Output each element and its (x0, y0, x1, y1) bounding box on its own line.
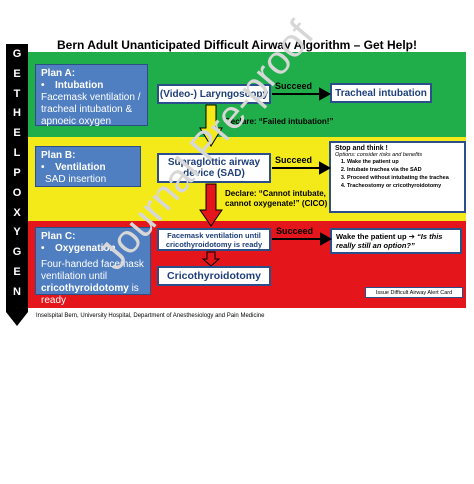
plan-c-text-2: cricothyroidotomy (41, 283, 129, 294)
cricothyroidotomy-box: Cricothyroidotomy (157, 266, 271, 286)
stop-think-title: Stop and think ! (335, 145, 388, 152)
plan-b-text: SAD insertion (45, 174, 107, 185)
plan-c-box: Plan C: • Oxygenation Four-handed facemas… (35, 227, 151, 306)
sidebar-letter: E (13, 266, 21, 279)
plan-c-text-1: Four-handed facemask ventilation until (41, 259, 144, 282)
plan-b-item: Ventilation (55, 162, 106, 173)
plan-a-text: Facemask ventilation / tracheal intubati… (41, 92, 141, 127)
arrow-head (319, 161, 332, 175)
bullet: • (41, 162, 45, 173)
sidebar-letter: H (13, 107, 21, 120)
down-arrow-c (201, 251, 221, 267)
bullet: • (41, 243, 45, 254)
facemask-ventilation-box: Facemask ventilation until cricothyroido… (157, 228, 271, 251)
declare-cico-line-2: cannot oxygenate!” (CICO) (225, 199, 328, 208)
sad-box: Supraglottic airway device (SAD) (157, 153, 271, 183)
bullet: • (41, 80, 45, 91)
sidebar-letter: G (12, 48, 22, 60)
footer-credit: Inselspital Bern, University Hospital, D… (36, 313, 265, 319)
stop-think-option: Tracheostomy or cricothyroidotomy (347, 182, 460, 190)
succeed-label-a: Succeed (275, 81, 313, 91)
plan-a-item: Intubation (55, 80, 104, 91)
stop-think-option: Proceed without intubating the trachea (347, 174, 460, 182)
tracheal-intubation-box: Tracheal intubation (330, 83, 432, 103)
sidebar-letter: G (12, 246, 22, 259)
plan-a-title: Plan A: (41, 68, 76, 79)
down-arrow-b-c (199, 183, 223, 227)
plan-b-box: Plan B: • Ventilation SAD insertion (35, 146, 141, 187)
plan-c-title: Plan C: (41, 231, 76, 242)
stop-think-option: Intubate trachea via the SAD (347, 166, 460, 174)
plan-c-text-3: is ready (41, 283, 139, 306)
sidebar-letter: T (13, 87, 21, 100)
arrow-head (319, 87, 332, 101)
wake-patient-lead: Wake the patient up ➔ (336, 232, 415, 241)
laryngoscopy-box: (Video-) Laryngoscopy (157, 84, 271, 104)
wake-patient-question: “Is this really still an option?” (336, 232, 443, 250)
get-help-oxygen-arrow (6, 44, 28, 326)
succeed-label-b: Succeed (275, 155, 313, 165)
declare-failed-intubation: Declare: “Failed intubation!” (225, 117, 334, 126)
sidebar-letter: X (13, 206, 21, 219)
down-arrow-a-b (199, 104, 223, 147)
stop-and-think-box: Stop and think ! Options: consider risks… (329, 141, 466, 213)
sidebar-letter: E (13, 67, 21, 80)
sidebar-letter: N (13, 285, 21, 298)
arrow-head (320, 232, 333, 246)
stop-think-subtitle: Options: consider risks and benefits (335, 152, 423, 158)
stop-think-option: Wake the patient up (347, 158, 460, 166)
sidebar-letter: L (13, 147, 21, 160)
succeed-label-c: Succeed (276, 226, 314, 236)
plan-a-box: Plan A: • Intubation Facemask ventilation… (35, 64, 148, 127)
alert-card-box: Issue Difficult Airway Alert Card (365, 287, 463, 298)
wake-patient-box: Wake the patient up ➔ “Is this really st… (330, 228, 462, 254)
plan-b-title: Plan B: (41, 150, 76, 161)
sidebar-letter: O (12, 186, 22, 199)
sidebar-letter: P (13, 166, 21, 179)
sidebar-letter: E (13, 127, 21, 140)
algorithm-title: Bern Adult Unanticipated Difficult Airwa… (56, 38, 418, 52)
declare-cico-line-1: Declare: “Cannot intubate, (225, 189, 326, 198)
sidebar-letter: Y (13, 226, 21, 239)
plan-c-item: Oxygenation (55, 243, 116, 254)
